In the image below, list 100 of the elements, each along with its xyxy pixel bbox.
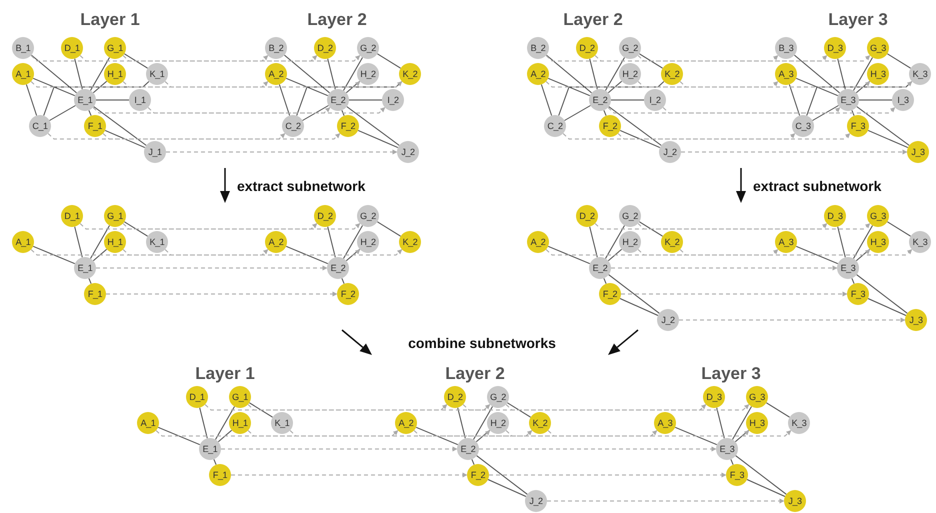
network-node: F_2 [337, 115, 359, 137]
link-line [218, 430, 232, 442]
link-line [856, 106, 910, 146]
link-line [74, 226, 83, 258]
network-node: I_3 [892, 89, 914, 111]
link-line [734, 430, 750, 442]
link-line [620, 298, 658, 316]
dashed-arrow [546, 249, 778, 256]
network-node: D_2 [314, 205, 336, 227]
dashed-arrow [106, 292, 338, 296]
link-line [488, 479, 526, 497]
network-node: B_2 [527, 37, 549, 59]
link-line [346, 106, 400, 146]
link-line [730, 458, 734, 466]
dashed-arrow [638, 223, 870, 230]
network-node: H_3 [867, 63, 889, 85]
link-line [92, 248, 108, 262]
step-label: extract subnetwork [237, 178, 366, 194]
link-line [215, 406, 235, 440]
link-line [343, 57, 363, 91]
network-node: H_2 [619, 63, 641, 85]
network-node: E_2 [327, 89, 349, 111]
link-line [589, 226, 598, 258]
link-line [473, 406, 493, 440]
network-node: C_2 [282, 115, 304, 137]
dashed-arrow [96, 266, 328, 270]
link-line [548, 78, 590, 96]
network-node: J_3 [784, 490, 806, 512]
link-line [346, 80, 360, 94]
link-line [199, 407, 208, 439]
dashed-arrow [546, 55, 778, 62]
network-node: G_2 [619, 37, 641, 59]
link-line [851, 278, 855, 284]
dashed-arrow [290, 430, 532, 436]
network-node: K_1 [146, 231, 168, 253]
network-node: A_2 [265, 63, 287, 85]
layer-heading: Layer 2 [563, 10, 623, 30]
layer-heading: Layer 3 [701, 364, 761, 384]
link-line [476, 455, 528, 495]
link-line [868, 298, 906, 316]
link-line [457, 407, 466, 439]
link-line [674, 426, 718, 446]
dashed-arrow [506, 430, 750, 436]
link-line [856, 80, 870, 94]
network-node: F_2 [337, 283, 359, 305]
link-line [746, 479, 786, 497]
network-node: A_3 [654, 412, 676, 434]
dashed-arrow [122, 249, 360, 256]
link-line [74, 58, 83, 90]
network-node: G_2 [619, 205, 641, 227]
network-node: C_3 [792, 115, 814, 137]
dashed-arrow [638, 55, 870, 62]
link-line [284, 54, 330, 94]
dashed-arrow [220, 446, 458, 452]
link-line [476, 430, 490, 442]
dashed-arrow [546, 498, 784, 504]
network-node: F_2 [599, 283, 621, 305]
link-line [886, 53, 912, 69]
link-line [608, 274, 660, 314]
dashed-arrow [80, 223, 318, 230]
dashed-arrow [478, 446, 716, 452]
network-node: H_1 [104, 63, 126, 85]
dashed-arrow [662, 107, 896, 114]
network-node: K_3 [909, 231, 931, 253]
network-node: C_2 [544, 115, 566, 137]
dashed-arrow [678, 318, 906, 322]
network-node: C_1 [29, 115, 51, 137]
network-node: I_2 [382, 89, 404, 111]
network-node: A_3 [775, 63, 797, 85]
network-node: G_1 [104, 205, 126, 227]
network-node: D_2 [576, 205, 598, 227]
dashed-arrow [548, 430, 792, 436]
link-line [608, 248, 622, 262]
network-node: F_1 [209, 464, 231, 486]
link-line [30, 54, 78, 94]
network-node: G_2 [487, 386, 509, 408]
network-node: F_2 [599, 115, 621, 137]
dashed-arrow [122, 223, 360, 230]
network-node: E_3 [837, 257, 859, 279]
link-line [564, 105, 591, 121]
network-node: E_2 [589, 257, 611, 279]
network-node: B_3 [775, 37, 797, 59]
network-node: H_3 [746, 412, 768, 434]
dashed-arrow [594, 223, 828, 230]
link-line [32, 246, 76, 264]
dashed-arrow [414, 430, 658, 436]
network-node: D_3 [703, 386, 725, 408]
dashed-arrow [488, 472, 726, 478]
network-node: G_1 [229, 386, 251, 408]
network-node: F_3 [847, 283, 869, 305]
link-line [796, 78, 838, 96]
link-line [93, 106, 147, 146]
link-line [788, 84, 800, 116]
layer-heading: Layer 1 [80, 10, 140, 30]
step-label: combine subnetworks [408, 335, 556, 351]
link-line [49, 105, 76, 121]
dashed-arrow [204, 404, 448, 410]
link-line [540, 84, 552, 116]
network-node: E_1 [199, 438, 221, 460]
network-node: H_2 [357, 231, 379, 253]
